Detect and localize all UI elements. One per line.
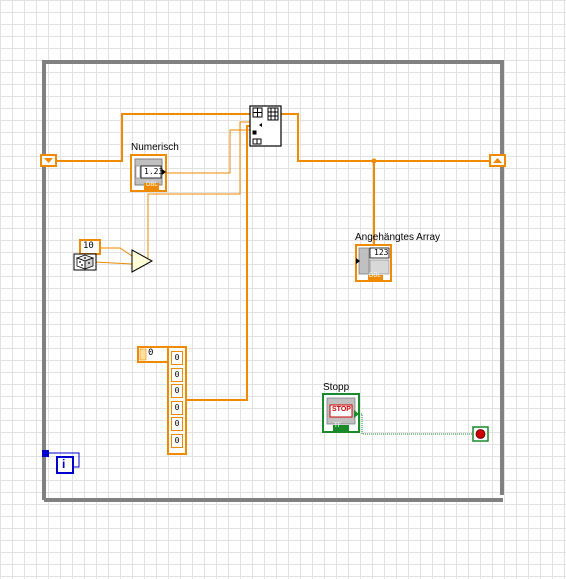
wire-ten-to-multiply — [100, 247, 133, 257]
array-index-value: 0 — [148, 348, 154, 358]
double-wires — [56, 113, 490, 401]
constant-ten-value: 10 — [83, 241, 94, 251]
triangle-up-icon — [493, 158, 502, 163]
input-arrow-icon — [356, 258, 360, 264]
array-element[interactable]: 0 — [171, 433, 183, 448]
array-element[interactable]: 0 — [171, 384, 183, 398]
wire-numeric-to-build-array — [166, 129, 252, 174]
appended-array-label: Angehängtes Array — [355, 232, 441, 243]
wire-multiply-to-build-array — [147, 121, 252, 260]
stop-button-terminal[interactable] — [322, 393, 360, 433]
numeric-control[interactable] — [130, 154, 167, 192]
wire-random-to-multiply — [93, 261, 133, 265]
appended-array-indicator[interactable] — [355, 244, 392, 282]
random-number-node[interactable] — [73, 253, 97, 271]
numeric-label: Numerisch — [131, 142, 179, 153]
while-loop[interactable] — [42, 60, 504, 502]
dice-icon — [75, 254, 95, 270]
wire-shift-register-to-build-array — [56, 113, 252, 162]
output-arrow-icon — [354, 410, 359, 418]
iteration-terminal — [42, 450, 80, 474]
array-type: DBL — [369, 273, 381, 279]
wire-build-array-to-shift-register — [280, 113, 490, 162]
triangle-down-icon — [44, 158, 53, 163]
array-element[interactable]: 0 — [171, 367, 183, 382]
multiply-node[interactable] — [131, 249, 154, 273]
numeric-display-value: 1.23 — [144, 167, 164, 176]
shift-register-left[interactable] — [40, 154, 57, 167]
wire-junction — [371, 158, 377, 164]
array-element[interactable]: 0 — [171, 400, 183, 415]
thin-double-wires — [93, 121, 252, 265]
array-element[interactable]: 0 — [171, 351, 183, 365]
output-arrow-icon — [162, 169, 166, 175]
stop-label: Stopp — [323, 382, 350, 393]
build-array-node[interactable] — [249, 105, 282, 147]
array-element[interactable]: 0 — [171, 417, 183, 431]
stop-condition[interactable] — [472, 426, 489, 442]
array-display-value: 123 — [374, 248, 389, 257]
stop-condition-icon — [475, 429, 486, 439]
bool-wire-stop — [359, 413, 474, 435]
wire-array-constant-to-build-array — [186, 125, 252, 401]
numeric-type: DBL — [146, 182, 158, 188]
stop-type: TF — [334, 423, 342, 429]
stop-text: STOP — [332, 406, 351, 413]
insert-into-array-icon — [252, 107, 279, 145]
iteration-symbol: i — [62, 457, 66, 471]
multiply-icon — [131, 249, 154, 273]
shift-register-right[interactable] — [489, 154, 506, 167]
